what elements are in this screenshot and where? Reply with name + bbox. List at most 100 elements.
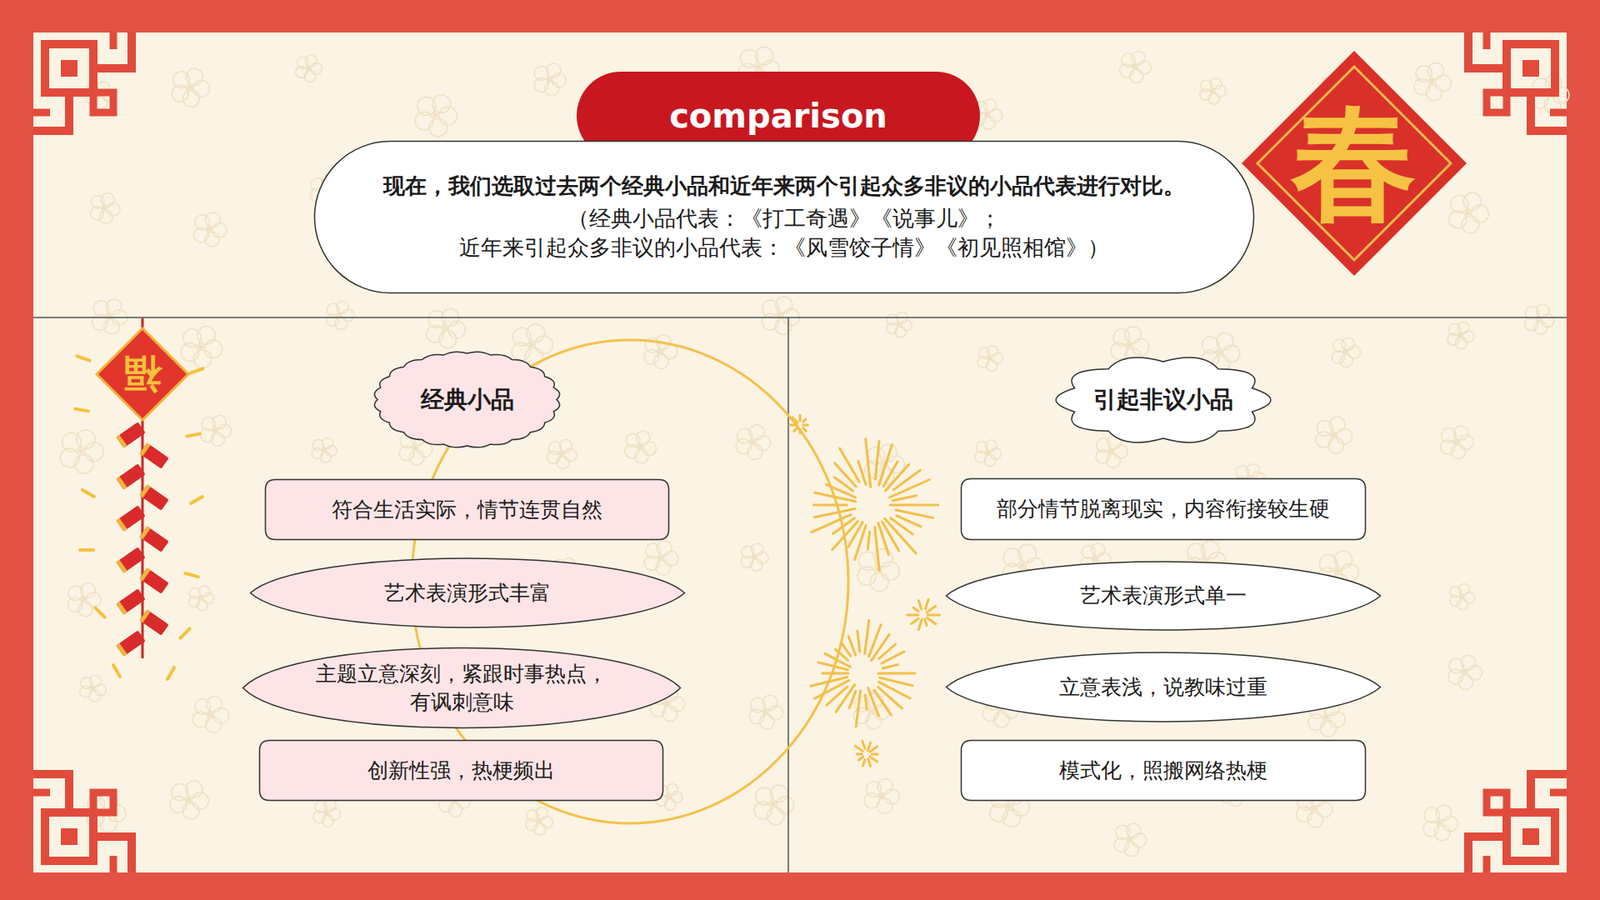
- blossom: [1440, 425, 1474, 460]
- firecracker: [139, 484, 169, 510]
- blossom: [171, 68, 210, 107]
- firecracker: [139, 442, 169, 469]
- blossom: [92, 299, 128, 335]
- divider-line: [787, 317, 790, 873]
- heading-cloud: 引起非议小品: [1051, 343, 1275, 457]
- fireworks: [790, 415, 940, 766]
- firework-burst: [855, 740, 878, 766]
- blossom: [1331, 337, 1360, 368]
- blossom: [80, 675, 107, 702]
- blossom: [1448, 655, 1483, 690]
- blossom: [1114, 823, 1147, 857]
- spark-dash: [180, 628, 190, 638]
- blossom: [90, 193, 121, 225]
- blossom: [735, 425, 771, 460]
- blossom: [1315, 416, 1353, 454]
- corner-fret: [33, 774, 132, 873]
- intro-bubble: 现在，我们选取过去两个经典小品和近年来两个引起众多非议的小品代表进行对比。（经典…: [313, 140, 1255, 295]
- spark-dash: [82, 490, 95, 497]
- spark-dash: [190, 496, 203, 504]
- firecracker: [115, 546, 145, 573]
- point-lens: 艺术表演形式单一: [945, 559, 1382, 633]
- node-text: 艺术表演形式丰富: [384, 579, 551, 608]
- outline-path: [961, 479, 1366, 540]
- blossom: [60, 430, 104, 475]
- blossom: [67, 583, 101, 617]
- firework-burst: [810, 620, 915, 727]
- outline-path: [250, 558, 685, 628]
- firecracker: [115, 630, 145, 656]
- corner-fret: [33, 32, 132, 131]
- paper-ground: [33, 32, 1567, 873]
- heading-bubble: 经典小品: [370, 345, 565, 454]
- blossom: [1449, 192, 1490, 234]
- title-text: comparison: [669, 96, 888, 135]
- spark-dash: [75, 409, 89, 412]
- blossom: [864, 779, 900, 815]
- spring-diamond-fill: [1241, 50, 1467, 276]
- point-lens: 立意表浅，说教味过重: [945, 650, 1382, 725]
- spark-dash: [80, 548, 94, 552]
- firecracker: [139, 567, 169, 594]
- point-box: 部分情节脱离现实，内容衔接较生硬: [960, 477, 1367, 541]
- firecracker: [115, 421, 145, 448]
- firecracker: [139, 525, 169, 552]
- blossom: [415, 95, 457, 137]
- spring-character: 春: [1291, 100, 1417, 226]
- blossom: [426, 308, 466, 348]
- spark-dash: [113, 665, 120, 677]
- blossom: [1414, 62, 1452, 100]
- outline-path: [265, 480, 670, 540]
- node-text: 引起非议小品: [1093, 384, 1234, 416]
- fortune-character: 福: [123, 355, 162, 394]
- outline-path: [1055, 357, 1271, 443]
- node-body-text: （经典小品代表：《打工奇遇》《说事儿》； 近年来引起众多非议的小品代表：《风雪饺…: [442, 204, 1126, 263]
- blossom: [200, 415, 232, 446]
- blossom: [761, 296, 800, 335]
- blossom: [1423, 805, 1459, 841]
- point-box: 模式化，照搬网络热梗: [960, 739, 1367, 802]
- node-text: 立意表浅，说教味过重: [1059, 673, 1268, 702]
- firework-burst: [907, 599, 940, 630]
- outline-path: [961, 740, 1366, 801]
- blossom: [192, 696, 229, 734]
- point-lens-outline: [241, 645, 682, 731]
- spark-dash: [186, 434, 200, 437]
- firecracker-string: [75, 318, 203, 680]
- blossom: [295, 55, 323, 82]
- outline-path: [260, 740, 664, 801]
- point-box: 创新性强，热梗频出: [258, 739, 665, 802]
- node-text: 部分情节脱离现实，内容衔接较生硬: [996, 495, 1330, 524]
- blossom: [975, 440, 1002, 467]
- spark-dash: [167, 667, 175, 680]
- spring-diamond-border: [1257, 66, 1451, 260]
- firecracker: [115, 588, 145, 615]
- point-lens: 主题立意深刻，紧跟时事热点， 有讽刺意味: [241, 645, 682, 731]
- blossom: [170, 780, 209, 820]
- spark-dash: [190, 368, 203, 373]
- blossom: [180, 326, 223, 369]
- blossom: [525, 807, 554, 835]
- node-text: 艺术表演形式单一: [1080, 581, 1247, 610]
- spark-dash: [76, 355, 90, 360]
- blossom: [313, 799, 340, 827]
- node-text: 主题立意深刻，紧跟时事热点， 有讽刺意味: [303, 660, 620, 717]
- node-text: 经典小品: [420, 384, 515, 416]
- blossom: [1525, 304, 1555, 335]
- node-text: 现在，我们选取过去两个经典小品和近年来两个引起众多非议的小品代表进行对比。: [383, 171, 1185, 201]
- blossom: [740, 543, 769, 571]
- blossom: [311, 437, 337, 463]
- node-text: 创新性强，热梗频出: [367, 756, 555, 785]
- outline-path: [374, 351, 560, 448]
- blossom: [326, 300, 355, 330]
- outline-path: [946, 652, 1381, 722]
- blossom: [534, 63, 566, 96]
- node-text: 模式化，照搬网络热梗: [1059, 756, 1268, 785]
- firecracker: [115, 505, 145, 531]
- blossom: [1450, 584, 1475, 610]
- blossom: [547, 440, 577, 470]
- divider-line: [33, 316, 1567, 319]
- blossom-pattern: [60, 46, 1570, 856]
- spark-dash: [185, 573, 198, 577]
